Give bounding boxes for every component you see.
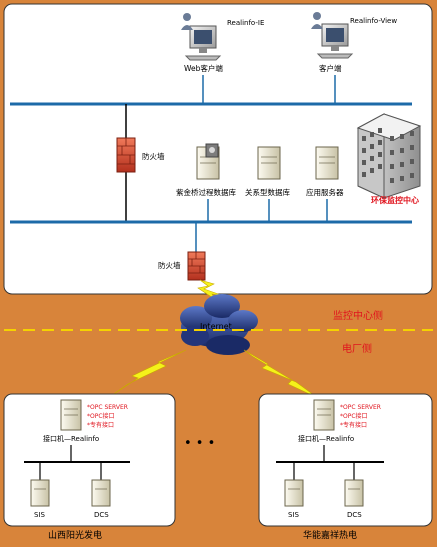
sis-server-left-icon xyxy=(30,479,50,507)
plant-side-label: 电厂侧 xyxy=(342,342,372,355)
monitoring-center-label: 环保监控中心 xyxy=(371,195,419,205)
interface-right-label: 接口机—Realinfo xyxy=(298,434,354,443)
plant-left-name: 山西阳光发电 xyxy=(48,529,102,541)
opc-line: *OPC SERVER xyxy=(340,404,381,411)
monitoring-center-building-icon xyxy=(356,113,422,199)
dcs-server-right-icon xyxy=(344,479,364,507)
lightning-bolt-icon xyxy=(243,349,319,399)
sis-server-right-icon xyxy=(284,479,304,507)
interface-server-left-icon xyxy=(60,399,82,431)
opc-line: *专有接口 xyxy=(87,421,114,429)
application-server-icon xyxy=(315,146,339,180)
sis-left-label: SIS xyxy=(34,511,46,519)
process-database-server-icon xyxy=(196,143,220,180)
dcs-right-label: DCS xyxy=(347,511,362,519)
opc-line: *OPC接口 xyxy=(87,412,115,420)
opc-line: *OPC接口 xyxy=(340,412,368,420)
web-client-computer xyxy=(184,25,222,61)
internet-cloud-icon xyxy=(180,294,258,355)
interface-server-right-icon xyxy=(313,399,335,431)
dcs-left-label: DCS xyxy=(94,511,109,519)
firewall-top-icon xyxy=(116,137,136,173)
client-view-label: Realinfo-View xyxy=(350,17,397,25)
interface-left-label: 接口机—Realinfo xyxy=(43,434,99,443)
monitoring-side-label: 监控中心侧 xyxy=(333,309,383,322)
firewall-bottom-icon xyxy=(187,251,206,281)
dcs-server-left-icon xyxy=(91,479,111,507)
firewall-top-label: 防火墙 xyxy=(142,151,165,161)
client-label: 客户端 xyxy=(319,63,342,73)
process-database-label: 紫金桥过程数据库 xyxy=(176,187,236,197)
person-icon xyxy=(181,13,193,30)
application-server-label: 应用服务器 xyxy=(306,187,344,197)
plant-right-name: 华能嘉祥热电 xyxy=(303,529,357,541)
more-plants-ellipsis: • • • xyxy=(184,436,215,451)
web-client-label: Web客户端 xyxy=(184,63,223,73)
opc-line: *OPC SERVER xyxy=(87,404,128,411)
lightning-bolt-icon xyxy=(107,349,187,399)
firewall-bottom-label: 防火墙 xyxy=(158,260,181,270)
desktop-client-computer xyxy=(316,23,354,59)
opc-line: *专有接口 xyxy=(340,421,367,429)
sis-right-label: SIS xyxy=(288,511,300,519)
relational-database-server-icon xyxy=(257,146,281,180)
lightning-bolt-icon xyxy=(197,279,225,301)
internet-label: Internet xyxy=(200,322,232,331)
person-icon xyxy=(311,12,323,29)
client-ie-label: Realinfo-IE xyxy=(227,19,264,27)
relational-database-label: 关系型数据库 xyxy=(245,187,290,197)
